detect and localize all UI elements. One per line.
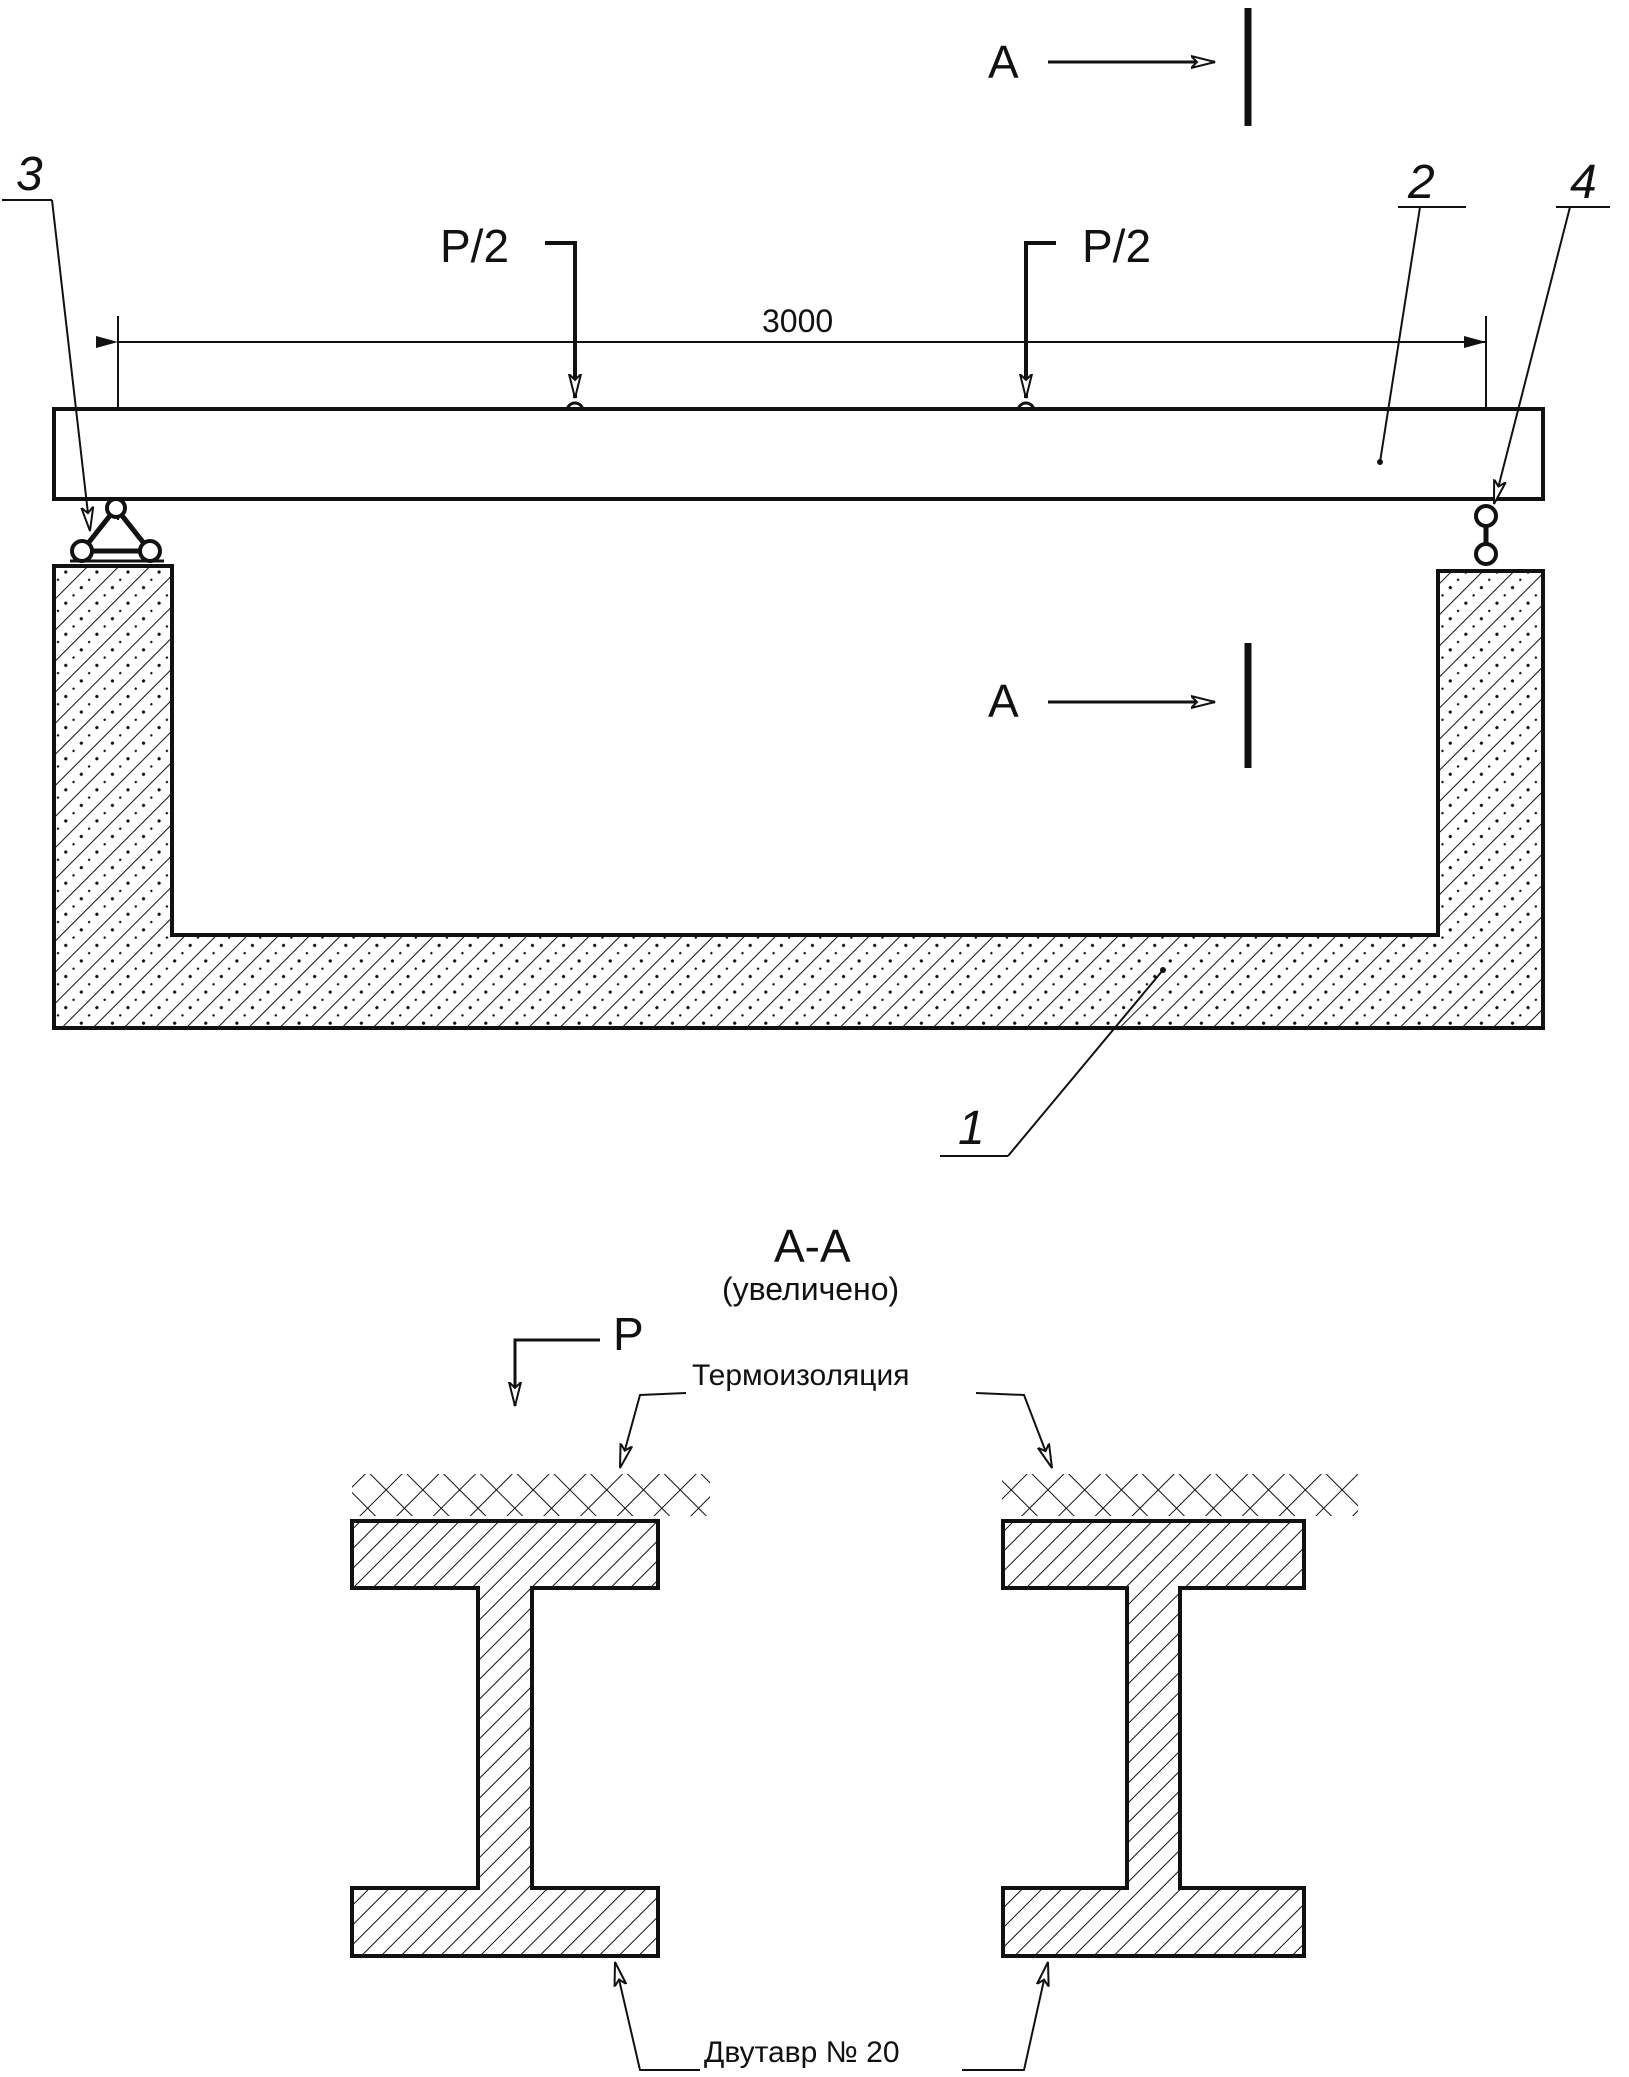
- load-right: P/2: [1016, 220, 1151, 421]
- section-load-label: P: [613, 1308, 644, 1360]
- part-label-3: 3: [2, 148, 90, 531]
- section-mark-mid: A: [988, 643, 1252, 768]
- section-view-title: A-A (увеличено): [722, 1220, 899, 1307]
- part-label-2: 2: [1379, 156, 1466, 463]
- insulation-leader-right: [975, 1392, 1052, 1468]
- test-beam: [52, 407, 1545, 501]
- part-number-4: 4: [1570, 156, 1597, 209]
- i-beam-left: [350, 1474, 710, 1958]
- right-roller-support: [1474, 504, 1498, 566]
- i-beam-left-profile: [350, 1519, 660, 1958]
- leader-2-line: [1379, 206, 1421, 463]
- section-load: P: [515, 1308, 644, 1406]
- support-roller-left: [70, 539, 94, 563]
- part-number-3: 3: [16, 148, 43, 201]
- beam-type-label: Двутавр № 20: [704, 2036, 900, 2069]
- part-number-2: 2: [1407, 156, 1435, 209]
- support-roller-right: [138, 539, 162, 563]
- section-subtitle: (увеличено): [722, 1271, 899, 1307]
- concrete-frame: [52, 564, 1545, 1030]
- section-title: A-A: [774, 1220, 851, 1272]
- beam-leader-left: [615, 1962, 700, 2071]
- span-value: 3000: [762, 303, 833, 339]
- roller-upper: [1474, 504, 1498, 528]
- section-mark-top-letter: A: [988, 36, 1019, 88]
- support-triangle: [76, 503, 156, 554]
- section-mark-top: A: [988, 8, 1252, 126]
- section-mark-mid-letter: A: [988, 675, 1019, 727]
- beam-leader-right: [962, 1962, 1048, 2071]
- section-load-arrow: [515, 1338, 600, 1406]
- beam-type-callout: Двутавр № 20: [615, 1962, 1048, 2071]
- leader-4-line: [1494, 206, 1571, 504]
- insulation-label: Термоизоляция: [692, 1359, 909, 1392]
- roller-lower: [1474, 542, 1498, 566]
- part-label-1: 1: [940, 969, 1164, 1157]
- load-right-arrow: [1026, 241, 1056, 398]
- load-left-arrow: [545, 241, 575, 398]
- i-beam-right-profile: [1001, 1519, 1306, 1958]
- load-left: P/2: [440, 220, 585, 421]
- span-dimension: 3000: [96, 303, 1487, 520]
- leader-1-line: [1007, 969, 1164, 1157]
- beam-body: [52, 407, 1545, 501]
- concrete-u-shape: [52, 564, 1545, 1030]
- support-hinge: [105, 497, 127, 519]
- load-right-label: P/2: [1082, 220, 1151, 272]
- i-beam-right: [1001, 1474, 1358, 1958]
- part-number-1: 1: [958, 1102, 985, 1155]
- insulation-leader-left: [620, 1392, 687, 1468]
- part-label-4: 4: [1494, 156, 1610, 504]
- load-left-label: P/2: [440, 220, 509, 272]
- leader-3-line: [51, 199, 90, 531]
- insulation-right: [1002, 1474, 1358, 1516]
- left-hinged-support: [70, 497, 164, 563]
- insulation-left: [352, 1474, 710, 1516]
- insulation-callout: Термоизоляция: [620, 1359, 1052, 1468]
